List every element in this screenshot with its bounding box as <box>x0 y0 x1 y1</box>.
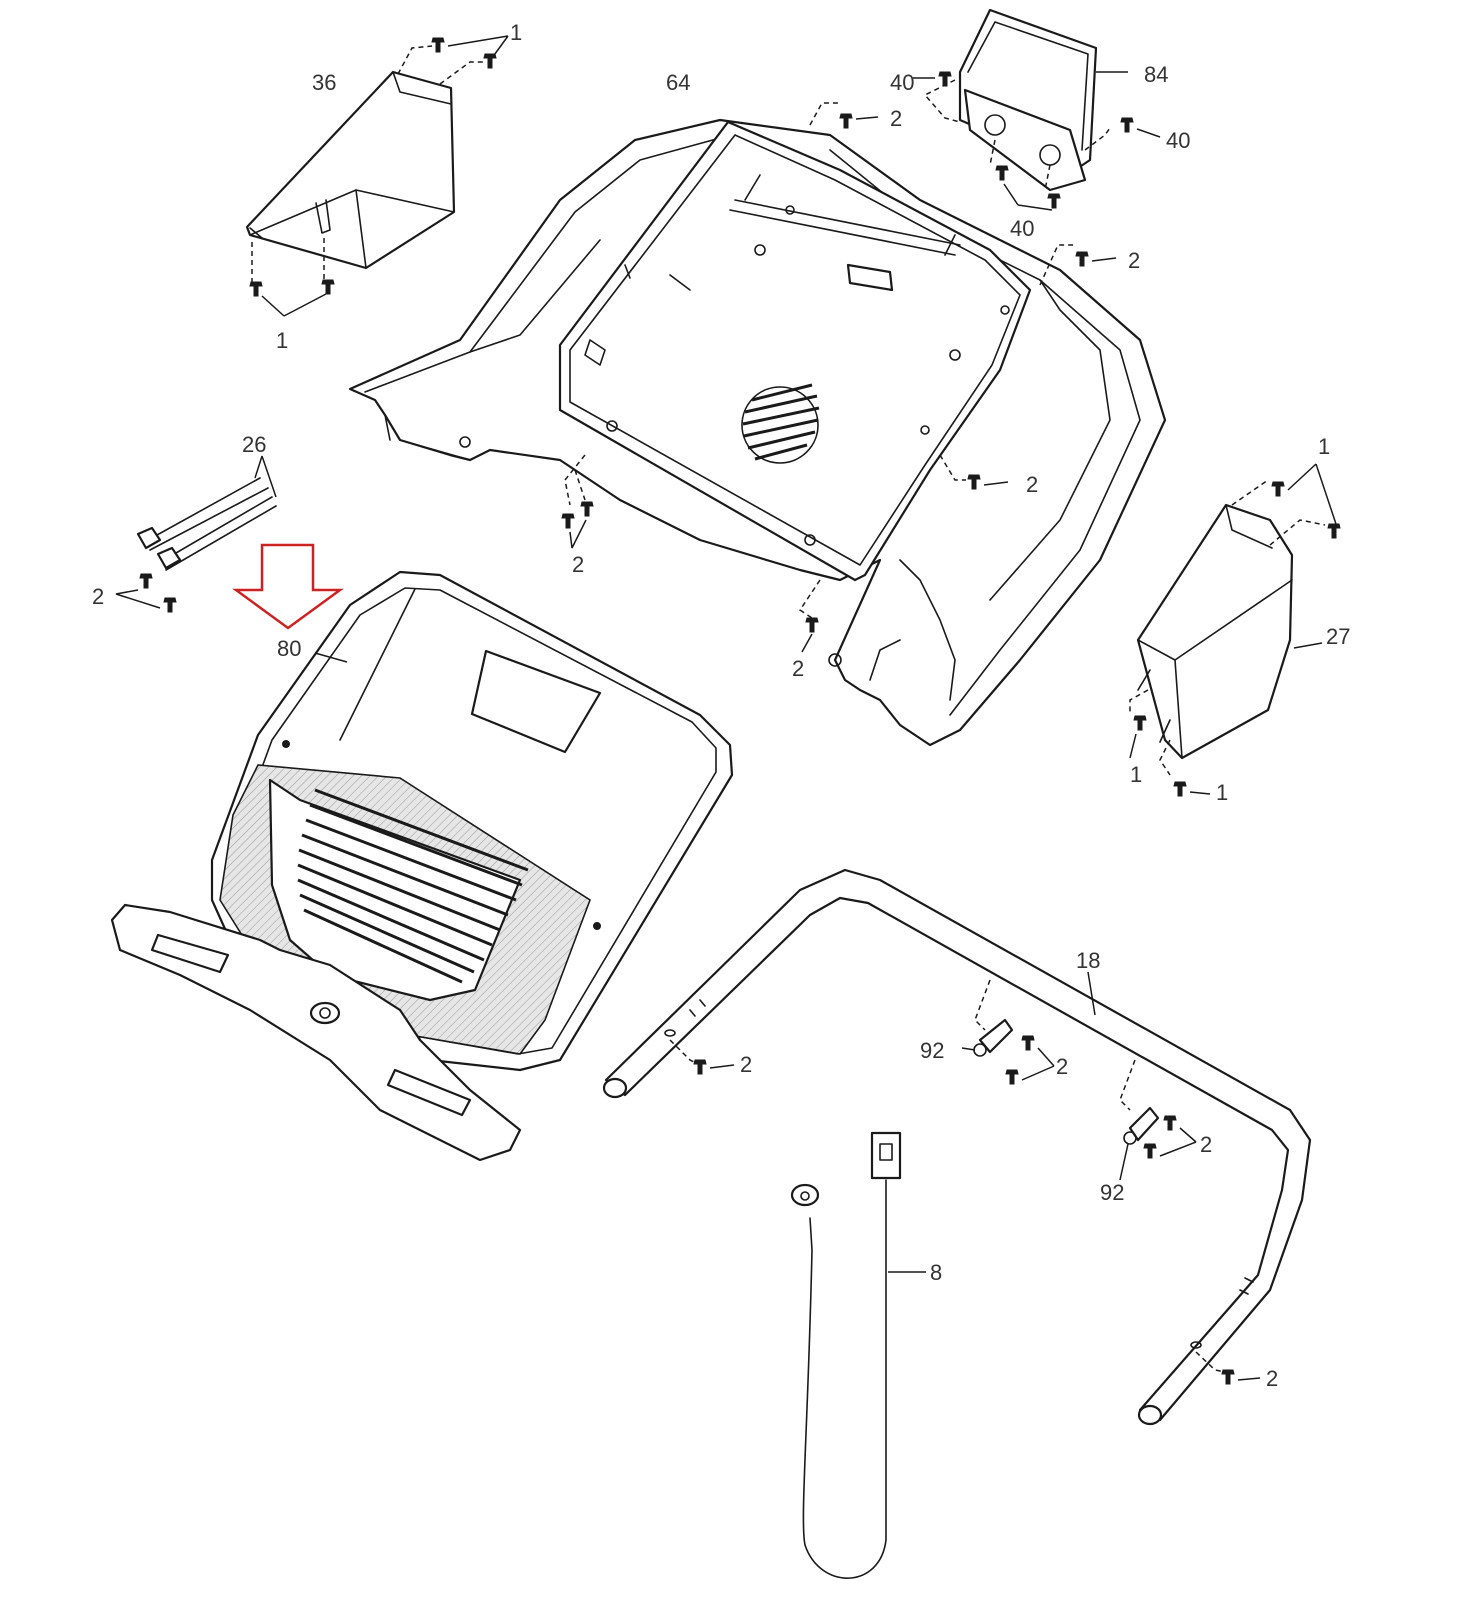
part-label: 2 <box>890 106 902 131</box>
part-label: 2 <box>1128 248 1140 273</box>
part-label: 2 <box>1200 1132 1212 1157</box>
part-label: 64 <box>666 70 690 95</box>
part-label: 2 <box>740 1052 752 1077</box>
part-label: 1 <box>1318 434 1330 459</box>
part-label: 2 <box>792 656 804 681</box>
part-label: 92 <box>920 1038 944 1063</box>
upright-cover-64 <box>348 102 1167 747</box>
part-label: 2 <box>1266 1366 1278 1391</box>
highlight-arrow <box>232 543 344 630</box>
part-label: 26 <box>242 432 266 457</box>
bracket-84 <box>913 8 1161 211</box>
tray-36 <box>245 35 509 317</box>
cable-8 <box>790 1131 926 1579</box>
part-label: 40 <box>1166 128 1190 153</box>
handrail-18 <box>602 868 1312 1426</box>
part-label: 84 <box>1144 62 1168 87</box>
wire-26 <box>115 455 277 613</box>
part-label: 1 <box>1216 780 1228 805</box>
part-labels: 1 36 64 40 84 2 40 40 2 1 26 1 2 2 2 80 … <box>92 20 1350 1391</box>
console-80 <box>110 570 734 1162</box>
part-label: 36 <box>312 70 336 95</box>
part-label: 1 <box>510 20 522 45</box>
part-label: 1 <box>1130 762 1142 787</box>
part-label: 40 <box>1010 216 1034 241</box>
part-label: 2 <box>92 584 104 609</box>
part-label: 80 <box>277 636 301 661</box>
part-label: 2 <box>572 552 584 577</box>
part-label: 2 <box>1026 472 1038 497</box>
part-label: 18 <box>1076 948 1100 973</box>
part-label: 92 <box>1100 1180 1124 1205</box>
tray-27 <box>1129 463 1341 797</box>
part-label: 2 <box>1056 1054 1068 1079</box>
speaker-grille <box>741 383 820 464</box>
part-label: 40 <box>890 70 914 95</box>
console-grille <box>297 788 529 984</box>
part-label: 8 <box>930 1260 942 1285</box>
part-label: 1 <box>276 328 288 353</box>
part-label: 27 <box>1326 624 1350 649</box>
